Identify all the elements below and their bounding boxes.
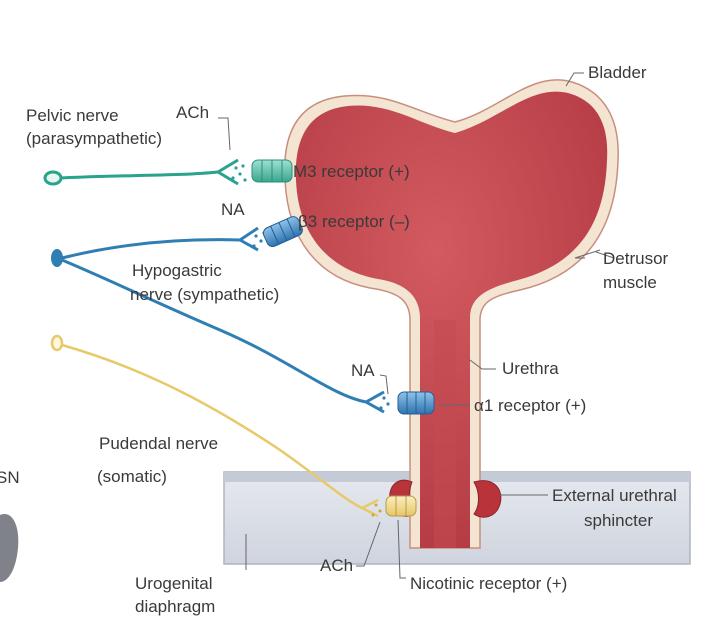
ach-vesicles-top <box>231 164 246 181</box>
external-sphincter-sublabel: sphincter <box>584 511 653 530</box>
partial-gray-object <box>0 514 18 582</box>
ach-top-label: ACh <box>176 103 209 122</box>
bladder-label: Bladder <box>588 63 647 82</box>
urogenital-sublabel: diaphragm <box>135 597 215 616</box>
m3-receptor-shape <box>252 160 292 182</box>
nicotinic-receptor-label: Nicotinic receptor (+) <box>410 574 567 593</box>
sn-fragment-label: SN <box>0 468 20 487</box>
external-sphincter-label: External urethral <box>552 486 677 505</box>
urogenital-label: Urogenital <box>135 574 213 593</box>
pelvic-nerve-sublabel: (parasympathetic) <box>26 129 162 148</box>
na-top-label: NA <box>221 200 245 219</box>
ach-bottom-label: ACh <box>320 556 353 575</box>
na-vesicles-mid <box>379 396 389 409</box>
detrusor-sublabel: muscle <box>603 273 657 292</box>
pelvic-nerve-label: Pelvic nerve <box>26 106 119 125</box>
hypogastric-label: Hypogastric <box>132 261 222 280</box>
na-mid-label: NA <box>351 361 375 380</box>
m3-receptor-label: M3 receptor (+) <box>293 162 410 181</box>
beta3-receptor-label: β3 receptor (–) <box>298 212 410 231</box>
hypogastric-sublabel: nerve (sympathetic) <box>130 285 279 304</box>
alpha1-receptor-shape <box>398 392 434 414</box>
pelvic-nerve <box>45 160 238 184</box>
nicotinic-receptor-shape <box>386 496 416 516</box>
urethra-label: Urethra <box>502 359 559 378</box>
pudendal-nerve-sublabel: (somatic) <box>97 467 167 486</box>
pudendal-nerve-label: Pudendal nerve <box>99 434 218 453</box>
detrusor-label: Detrusor <box>603 249 669 268</box>
alpha1-receptor-label: α1 receptor (+) <box>474 396 586 415</box>
